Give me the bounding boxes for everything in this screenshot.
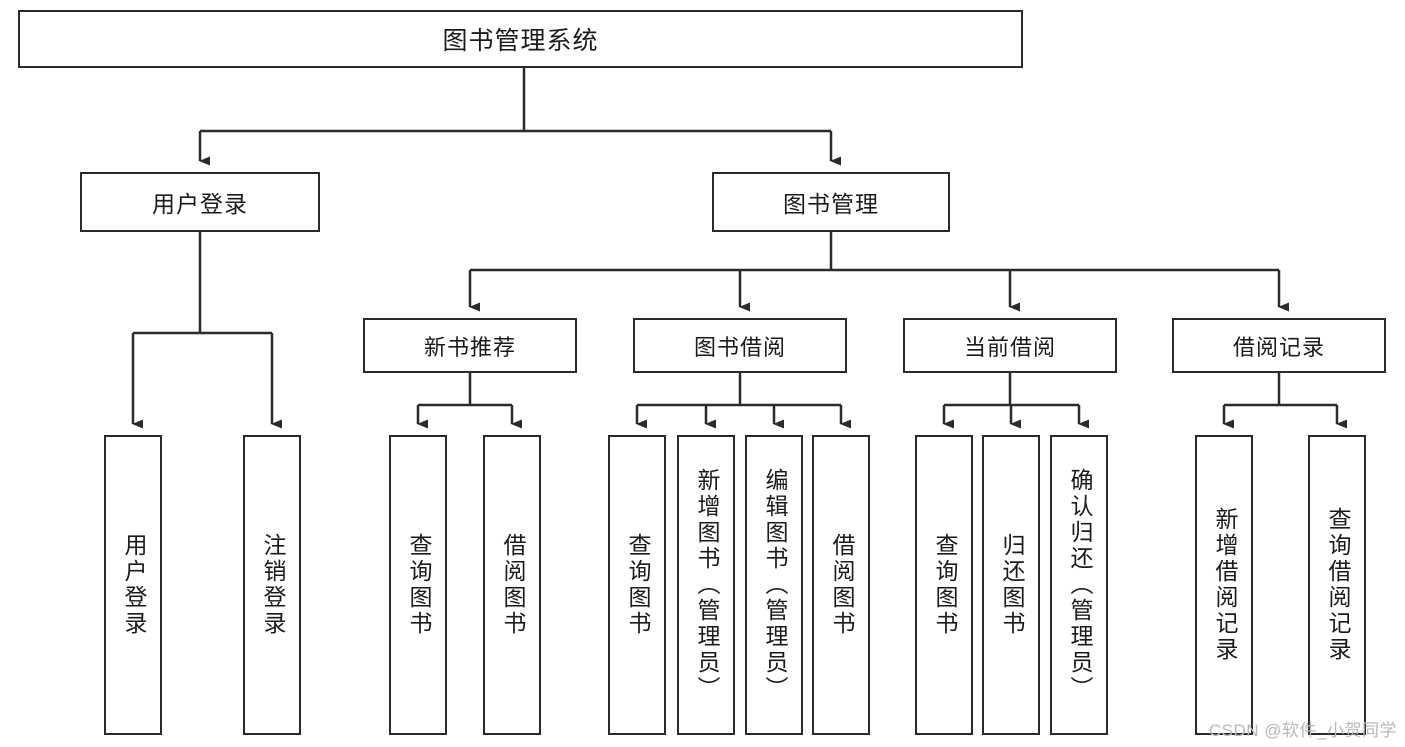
level2-node-0-label: 新书推荐	[423, 334, 516, 360]
level2-node-3[interactable]: 借阅记录	[1172, 318, 1386, 373]
csdn-watermark: CSDN @软件_小贺同学	[1208, 721, 1397, 740]
level1-node-1-label: 图书管理	[783, 191, 879, 217]
leaf-node-8-label: 查询图书	[931, 533, 958, 637]
leaf-node-3[interactable]: 借阅图书	[483, 435, 541, 735]
leaf-node-4-label: 查询图书	[624, 533, 651, 637]
leaf-node-1[interactable]: 注销登录	[243, 435, 301, 735]
leaf-node-3-label: 借阅图书	[499, 533, 526, 637]
leaf-node-5-label: 新增图书（管理员）	[693, 468, 720, 702]
level1-node-0[interactable]: 用户登录	[80, 172, 320, 232]
leaf-node-4[interactable]: 查询图书	[608, 435, 666, 735]
leaf-node-7[interactable]: 借阅图书	[812, 435, 870, 735]
leaf-node-11-label: 新增借阅记录	[1211, 507, 1238, 663]
level2-node-3-label: 借阅记录	[1232, 334, 1325, 360]
level2-node-1[interactable]: 图书借阅	[633, 318, 847, 373]
level2-node-0[interactable]: 新书推荐	[363, 318, 577, 373]
leaf-node-5[interactable]: 新增图书（管理员）	[677, 435, 735, 735]
leaf-node-11[interactable]: 新增借阅记录	[1195, 435, 1253, 735]
leaf-node-2[interactable]: 查询图书	[389, 435, 447, 735]
level2-node-2[interactable]: 当前借阅	[903, 318, 1117, 373]
leaf-node-7-label: 借阅图书	[828, 533, 855, 637]
leaf-node-9[interactable]: 归还图书	[982, 435, 1040, 735]
leaf-node-1-label: 注销登录	[259, 533, 286, 637]
level2-node-2-label: 当前借阅	[963, 334, 1056, 360]
leaf-node-6[interactable]: 编辑图书（管理员）	[745, 435, 803, 735]
root-node-book-management-system[interactable]: 图书管理系统	[18, 10, 1023, 68]
leaf-node-6-label: 编辑图书（管理员）	[761, 468, 788, 702]
leaf-node-0-label: 用户登录	[120, 533, 147, 637]
leaf-node-10-label: 确认归还（管理员）	[1066, 468, 1093, 702]
leaf-node-0[interactable]: 用户登录	[104, 435, 162, 735]
leaf-node-12-label: 查询借阅记录	[1324, 507, 1351, 663]
leaf-node-9-label: 归还图书	[998, 533, 1025, 637]
level2-node-1-label: 图书借阅	[693, 334, 786, 360]
root-node-book-management-system-label: 图书管理系统	[442, 27, 599, 55]
leaf-node-10[interactable]: 确认归还（管理员）	[1050, 435, 1108, 735]
level1-node-0-label: 用户登录	[152, 191, 248, 217]
leaf-node-8[interactable]: 查询图书	[915, 435, 973, 735]
leaf-node-12[interactable]: 查询借阅记录	[1308, 435, 1366, 735]
leaf-node-2-label: 查询图书	[405, 533, 432, 637]
level1-node-1[interactable]: 图书管理	[712, 172, 950, 232]
